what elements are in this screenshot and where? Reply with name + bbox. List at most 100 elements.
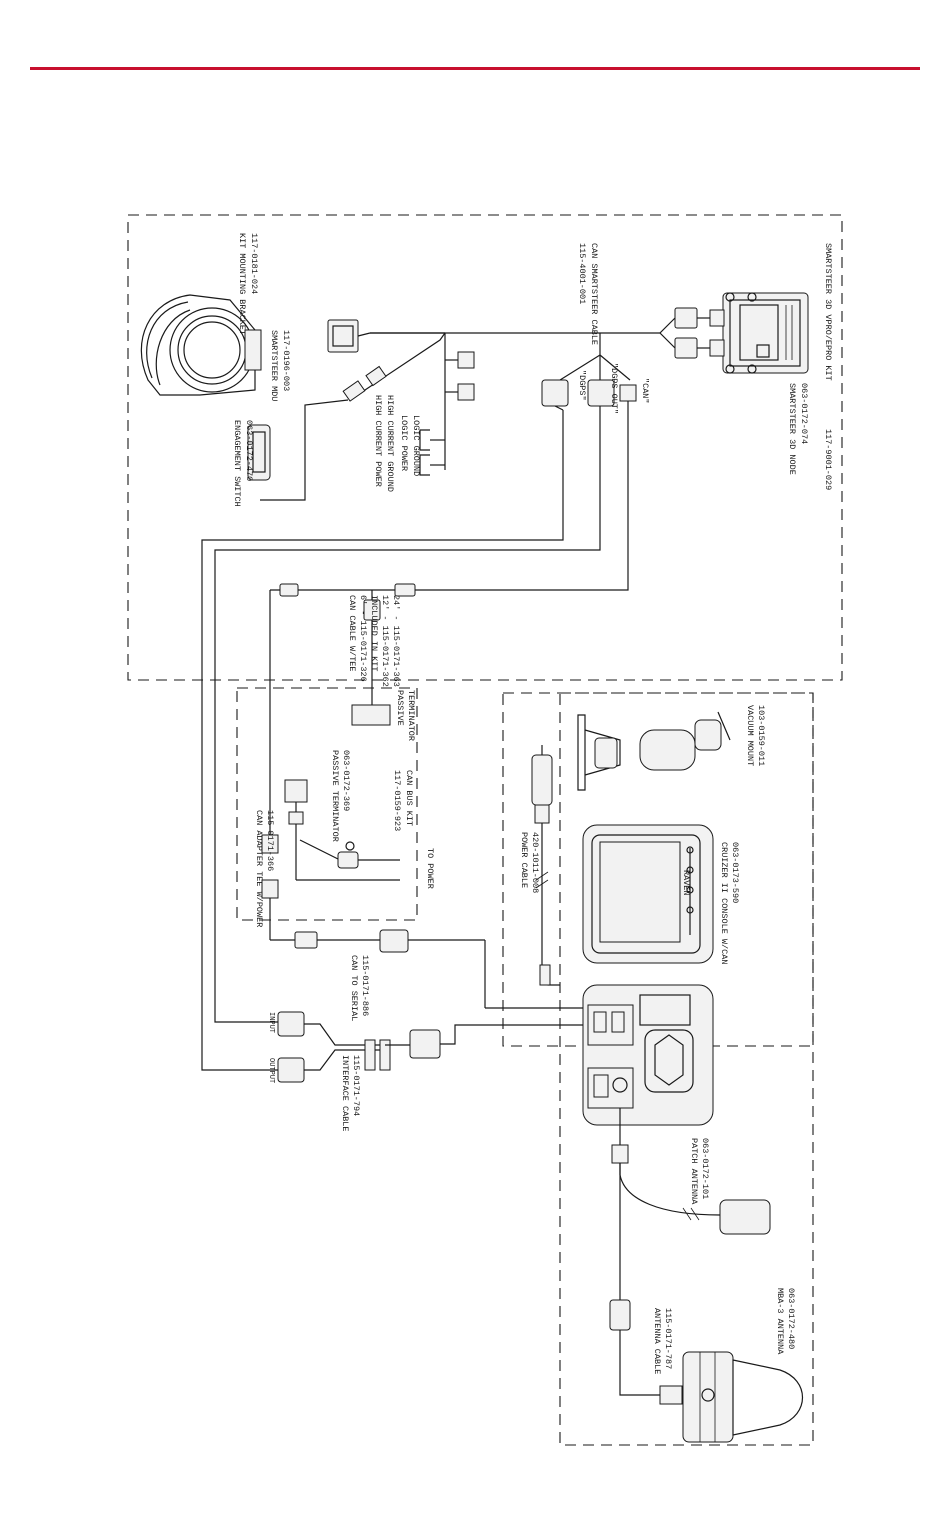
svg-text:LOGIC POWER: LOGIC POWER <box>399 415 409 471</box>
svg-text:OUTPUT: OUTPUT <box>267 1058 275 1083</box>
svg-text:063-0172-470: 063-0172-470 <box>244 420 254 481</box>
svg-text:TERMINATOR: TERMINATOR <box>406 690 416 741</box>
svg-text:063-0172-074: 063-0172-074 <box>799 383 809 444</box>
svg-text:6' - 115-0171-326: 6' - 115-0171-326 <box>358 595 368 682</box>
label-mba3-antenna: MBA-3 ANTENNA 063-0172-480 <box>775 1288 796 1355</box>
svg-text:103-0159-011: 103-0159-011 <box>756 705 766 766</box>
label-engagement-switch: ENGAGEMENT SWITCH 063-0172-470 <box>232 420 254 507</box>
console-rear <box>582 984 714 1126</box>
svg-text:MBA-3 ANTENNA: MBA-3 ANTENNA <box>775 1288 785 1355</box>
svg-text:063-0173-590: 063-0173-590 <box>730 842 740 903</box>
svg-text:115-0171-794: 115-0171-794 <box>351 1055 361 1116</box>
label-high-current-ground: HIGH CURRENT GROUND <box>385 395 395 492</box>
svg-text:POWER CABLE: POWER CABLE <box>519 832 529 888</box>
svg-text:117-0181-024: 117-0181-024 <box>249 233 259 294</box>
cruizer-console <box>582 824 714 964</box>
svg-text:ANTENNA CABLE: ANTENNA CABLE <box>652 1308 662 1374</box>
engagement-switch <box>247 424 271 481</box>
svg-text:CAN BUS KIT: CAN BUS KIT <box>404 770 414 826</box>
mba3-antenna <box>682 1351 804 1443</box>
svg-text:12' - 115-0171-362: 12' - 115-0171-362 <box>380 595 390 687</box>
label-smartsteer-node: SMARTSTEER 3D NODE 063-0172-074 <box>787 383 809 475</box>
label-can-bus-kit: 117-0159-923 CAN BUS KIT <box>392 770 414 831</box>
svg-text:HIGH CURRENT POWER: HIGH CURRENT POWER <box>373 395 383 487</box>
antenna-kit-boundary <box>559 692 814 1446</box>
svg-text:SMARTSTEER MDU: SMARTSTEER MDU <box>269 330 279 401</box>
svg-text:INTERFACE CABLE: INTERFACE CABLE <box>340 1055 350 1132</box>
svg-text:SMARTSTEER 3D VPRO/EPRO KIT: SMARTSTEER 3D VPRO/EPRO KIT <box>823 243 833 381</box>
label-patch-antenna: PATCH ANTENNA 063-0172-101 <box>689 1138 710 1205</box>
label-antenna-cable: ANTENNA CABLE 115-0171-787 <box>652 1308 673 1374</box>
svg-text:115-0171-787: 115-0171-787 <box>663 1308 673 1369</box>
label-input: INPUT <box>267 1012 275 1033</box>
dgps-can-connectors <box>541 333 637 411</box>
svg-text:VACUUM MOUNT: VACUUM MOUNT <box>745 705 755 766</box>
label-vacuum-mount: VACUUM MOUNT 103-0159-011 <box>745 705 766 766</box>
svg-text:063-0172-369: 063-0172-369 <box>341 750 351 811</box>
svg-text:24' - 115-0171-363: 24' - 115-0171-363 <box>391 595 401 687</box>
svg-text:HIGH CURRENT GROUND: HIGH CURRENT GROUND <box>385 395 395 492</box>
svg-text:ENGAGEMENT SWITCH: ENGAGEMENT SWITCH <box>232 420 242 507</box>
patch-antenna <box>611 1108 771 1235</box>
svg-text:063-0172-480: 063-0172-480 <box>786 1288 796 1349</box>
svg-text:CRUIZER II CONSOLE W/CAN: CRUIZER II CONSOLE W/CAN <box>719 842 729 964</box>
svg-text:CAN SMARTSTEER CABLE: CAN SMARTSTEER CABLE <box>589 243 599 345</box>
svg-text:LOGIC GROUND: LOGIC GROUND <box>411 415 421 476</box>
svg-text:063-0172-101: 063-0172-101 <box>700 1138 710 1199</box>
svg-text:CAN ADAPTER TEE W/POWER: CAN ADAPTER TEE W/POWER <box>254 810 264 927</box>
svg-text:117-9001-029: 117-9001-029 <box>823 429 833 490</box>
svg-text:"DGPS OUT": "DGPS OUT" <box>609 363 619 414</box>
label-to-power: TO POWER <box>425 848 435 889</box>
can-bus-kit-items <box>261 779 400 941</box>
label-interface-cable: INTERFACE CABLE 115-0171-794 <box>340 1055 361 1132</box>
header-rule <box>30 67 920 70</box>
interface-cable <box>277 1011 588 1083</box>
can-smartsteer-cable <box>260 319 475 501</box>
svg-text:115-0171-886: 115-0171-886 <box>360 955 370 1016</box>
svg-text:420-1011-008: 420-1011-008 <box>530 832 540 893</box>
svg-text:SMARTSTEER 3D NODE: SMARTSTEER 3D NODE <box>787 383 797 475</box>
svg-text:"CAN": "CAN" <box>640 378 650 404</box>
svg-text:117-0196-003: 117-0196-003 <box>281 330 291 391</box>
label-passive-terminator: PASSIVE TERMINATOR 063-0172-369 <box>330 750 351 842</box>
label-can-smartsteer-cable: CAN SMARTSTEER CABLE 115-4001-001 <box>577 243 599 345</box>
label-mounting-bracket: KIT MOUNTING BRACKET 117-0181-024 <box>237 233 259 335</box>
svg-text:INPUT: INPUT <box>267 1012 275 1033</box>
passive-terminator-top <box>351 704 391 726</box>
smartsteer-kit-boundary <box>127 214 843 681</box>
can-to-serial <box>294 929 588 1009</box>
svg-text:"DGPS": "DGPS" <box>577 370 587 401</box>
label-passive-terminator-top: PASSIVE TERMINATOR <box>395 690 416 741</box>
svg-text:PATCH ANTENNA: PATCH ANTENNA <box>689 1138 699 1205</box>
label-can-to-serial: CAN TO SERIAL 115-0171-886 <box>349 955 370 1021</box>
smartsteer-mdu <box>169 307 262 393</box>
svg-text:RAVEN: RAVEN <box>681 870 691 896</box>
svg-text:INCLUDED IN KIT: INCLUDED IN KIT <box>369 595 379 672</box>
label-can-cable-tee: CAN CABLE W/TEE 6' - 115-0171-326 INCLUD… <box>347 595 401 687</box>
power-cable <box>531 745 560 986</box>
can-trunk-lines <box>201 410 629 1071</box>
label-smartsteer-kit: SMARTSTEER 3D VPRO/EPRO KIT 117-9001-029 <box>823 243 833 490</box>
label-dgps: "DGPS" <box>577 370 587 401</box>
vacuum-mount <box>577 711 731 791</box>
label-smartsteer-mdu: SMARTSTEER MDU 117-0196-003 <box>269 330 291 401</box>
label-output: OUTPUT <box>267 1058 275 1083</box>
label-can-adapter-tee: CAN ADAPTER TEE W/POWER 115-0171-366 <box>254 810 275 927</box>
label-dgps-out: "DGPS OUT" <box>609 363 619 414</box>
label-can: "CAN" <box>640 378 650 404</box>
svg-text:115-0171-366: 115-0171-366 <box>265 810 275 871</box>
svg-text:KIT MOUNTING BRACKET: KIT MOUNTING BRACKET <box>237 233 247 335</box>
label-cruizer-console: CRUIZER II CONSOLE W/CAN 063-0173-590 <box>719 842 740 964</box>
label-high-current-power: HIGH CURRENT POWER <box>373 395 383 487</box>
svg-text:CAN TO SERIAL: CAN TO SERIAL <box>349 955 359 1021</box>
svg-text:115-4001-001: 115-4001-001 <box>577 243 587 304</box>
svg-text:CAN CABLE W/TEE: CAN CABLE W/TEE <box>347 595 357 672</box>
label-logic-ground: LOGIC GROUND <box>411 415 421 476</box>
node-cable-connectors <box>370 307 710 359</box>
can-bus-kit-boundary <box>236 687 418 921</box>
antenna-cable <box>609 1163 683 1405</box>
label-logic-power: LOGIC POWER <box>399 415 409 471</box>
smartsteer-node <box>709 292 809 374</box>
label-power-cable: POWER CABLE 420-1011-008 <box>519 832 540 893</box>
